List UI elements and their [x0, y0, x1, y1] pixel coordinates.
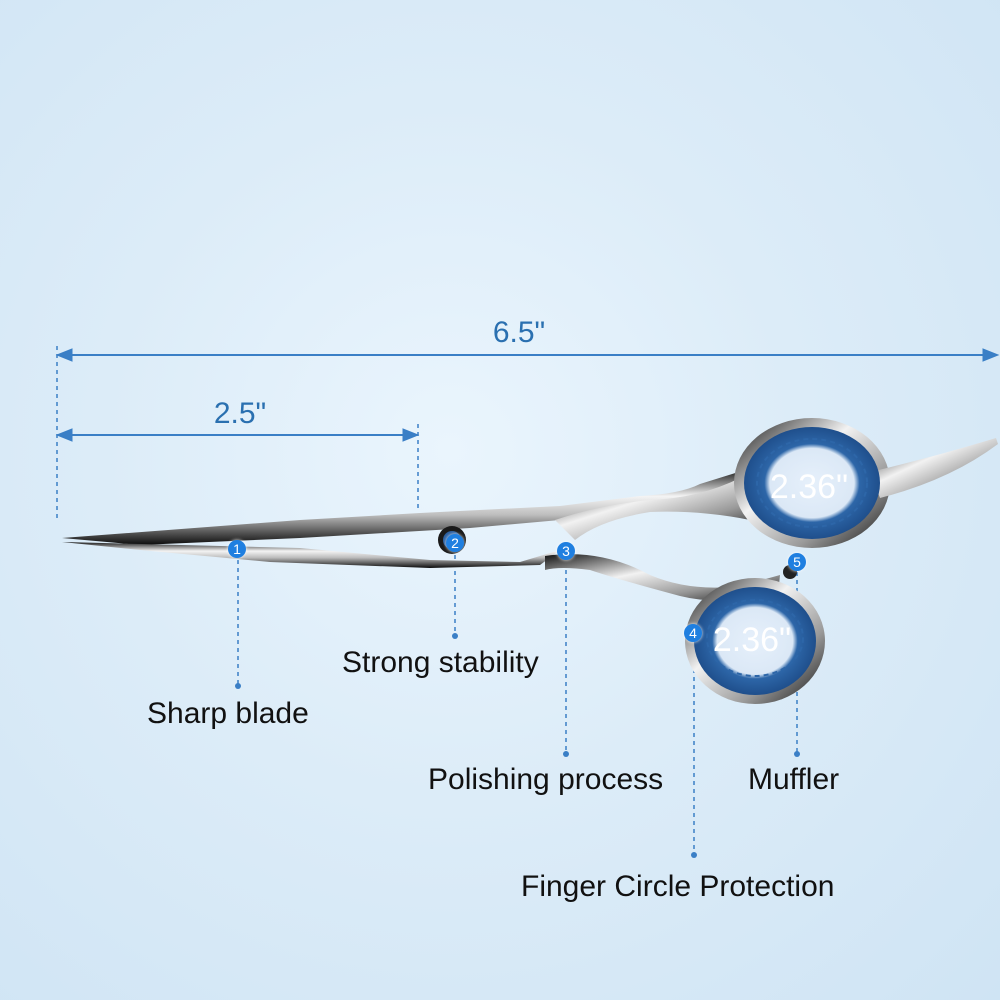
blade-left-arrow — [55, 428, 73, 442]
upper-ring-diameter-label: 2.36" — [769, 468, 849, 506]
overall-length-label: 6.5" — [492, 316, 546, 349]
overall-right-arrow — [982, 348, 1000, 362]
upper-blade — [62, 470, 755, 545]
feature-badge-5: 5 — [788, 553, 806, 571]
upper-ring-insert — [744, 427, 880, 539]
feature-badge-2: 2 — [446, 534, 464, 552]
overall-left-arrow — [55, 348, 73, 362]
dimension-lines — [55, 346, 1000, 520]
upper-shank — [555, 478, 750, 540]
feature-label-muffler: Muffler — [748, 763, 840, 796]
feature-label-finger-circle-protection: Finger Circle Protection — [521, 870, 835, 903]
feature-badge-4: 4 — [684, 624, 702, 642]
feature-badge-1: 1 — [228, 540, 246, 558]
feature-badge-3: 3 — [557, 542, 575, 560]
feature-label-strong-stability: Strong stability — [342, 646, 539, 679]
blade-length-label: 2.5" — [213, 397, 267, 430]
feature-label-sharp-blade: Sharp blade — [147, 697, 309, 730]
scissors-body — [62, 418, 998, 704]
feature-label-polishing-process: Polishing process — [428, 763, 664, 796]
lower-ring-diameter-label: 2.36" — [712, 621, 792, 659]
blade-right-arrow — [402, 428, 420, 442]
finger-tang — [870, 438, 998, 498]
lower-blade — [62, 542, 560, 568]
